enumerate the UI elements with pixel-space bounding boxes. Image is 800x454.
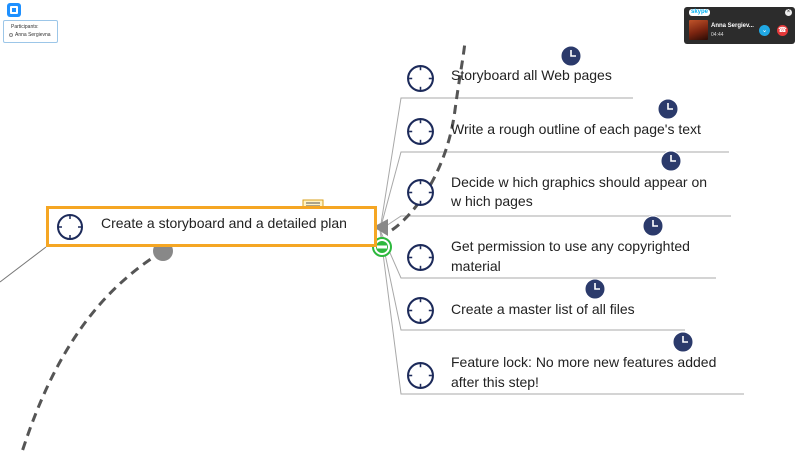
participant-row[interactable]: Anna Sergievna: [9, 32, 51, 38]
task-clock-icon[interactable]: [406, 243, 435, 272]
central-topic[interactable]: [46, 206, 377, 247]
branch-line-6: [379, 229, 744, 395]
app-logo-icon[interactable]: [6, 2, 22, 18]
node-5-label[interactable]: Create a master list of all files: [451, 301, 635, 317]
participant-name: Anna Sergievna: [15, 32, 51, 38]
task-clock-icon[interactable]: [406, 117, 435, 146]
schedule-clock-icon[interactable]: [584, 278, 606, 300]
node-6-label-line-2[interactable]: after this step!: [451, 374, 539, 390]
close-icon[interactable]: ×: [785, 9, 792, 16]
hang-up-button[interactable]: ☎: [777, 25, 788, 36]
dependency-curve-lower: [20, 249, 164, 453]
schedule-clock-icon[interactable]: [657, 98, 679, 120]
branch-line-2: [379, 151, 729, 231]
node-4-label-line-2[interactable]: material: [451, 258, 501, 274]
node-3-label-line-2[interactable]: w hich pages: [451, 193, 533, 209]
participants-panel: Participants: Anna Sergievna: [3, 20, 58, 43]
avatar: [689, 20, 708, 40]
collapse-branch-icon[interactable]: [372, 237, 392, 257]
task-clock-icon[interactable]: [406, 178, 435, 207]
branch-line-3: [379, 215, 731, 231]
central-topic-label: Create a storyboard and a detailed plan: [101, 215, 347, 231]
participant-status-icon: [9, 33, 13, 37]
call-widget: skype × Anna Sergiev... 04:44: [684, 7, 795, 44]
call-duration: 04:44: [711, 32, 724, 38]
task-clock-icon[interactable]: [406, 296, 435, 325]
branch-line-1: [379, 97, 633, 231]
dependency-curve-upper: [391, 41, 467, 232]
task-clock-icon[interactable]: [406, 64, 435, 93]
node-4-label-line-1[interactable]: Get permission to use any copyrighted: [451, 238, 690, 254]
task-clock-icon[interactable]: [56, 213, 84, 241]
dialpad-button[interactable]: ⌄: [759, 25, 770, 36]
skype-logo: skype: [689, 9, 711, 16]
caller-name: Anna Sergiev...: [711, 23, 754, 29]
participants-title: Participants:: [11, 24, 39, 30]
dependency-arrow-icon[interactable]: [373, 219, 388, 236]
node-2-label[interactable]: Write a rough outline of each page's tex…: [451, 121, 701, 137]
parent-link: [0, 246, 47, 283]
node-6-label-line-1[interactable]: Feature lock: No more new features added: [451, 354, 717, 370]
schedule-clock-icon[interactable]: [660, 150, 682, 172]
task-clock-icon[interactable]: [406, 361, 435, 390]
schedule-clock-icon[interactable]: [560, 45, 582, 67]
schedule-clock-icon[interactable]: [672, 331, 694, 353]
node-1-label[interactable]: Storyboard all Web pages: [451, 67, 612, 83]
node-3-label-line-1[interactable]: Decide w hich graphics should appear on: [451, 174, 708, 190]
branch-line-5: [379, 229, 685, 331]
schedule-clock-icon[interactable]: [642, 215, 664, 237]
